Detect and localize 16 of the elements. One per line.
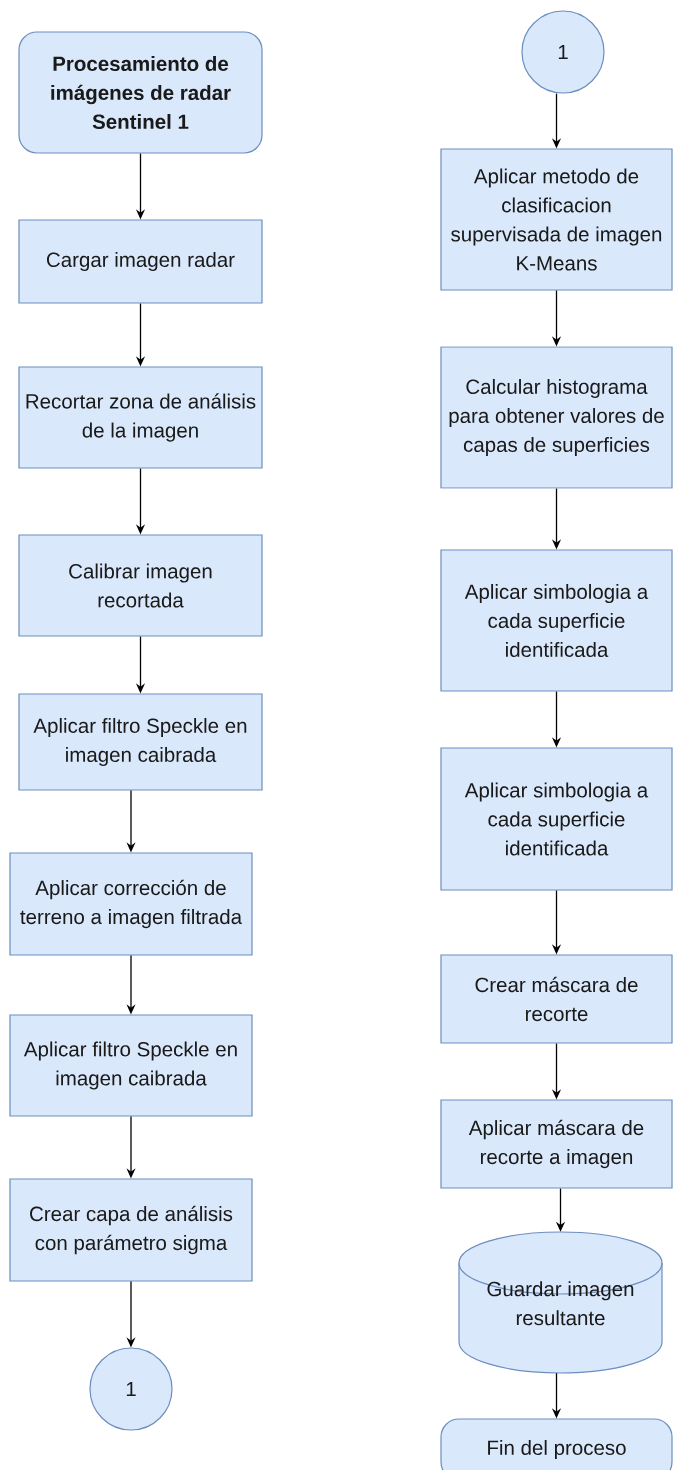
terminal-box: Procesamiento de imágenes de radar Sentinel 1 [18, 31, 263, 154]
process-box: Aplicar metodo de clasificacion supervisada de imagen K-Means [440, 148, 673, 291]
process-box: Calcular histograma para obtener valores de capas de superficies [440, 346, 673, 489]
process-box: Cargar imagen radar [18, 219, 263, 304]
process-box: Aplicar máscara de recorte a imagen [440, 1099, 673, 1189]
process-box: Aplicar simbologia a cada superficie identificada [440, 747, 673, 891]
process-box: Crear capa de análisis con parámetro sigma [9, 1178, 253, 1282]
process-box: Aplicar corrección de terreno a imagen filtrada [9, 852, 253, 956]
process-box: Aplicar simbologia a cada superficie identificada [440, 549, 673, 692]
terminal-box: Fin del proceso [440, 1418, 673, 1470]
process-box: Aplicar filtro Speckle en imagen caibrada [18, 693, 263, 791]
process-box: Recortar zona de análisis de la imagen [18, 366, 263, 469]
storage-cylinder: Guardar imagen resultante [458, 1231, 663, 1374]
process-box: Aplicar filtro Speckle en imagen caibrada [9, 1014, 253, 1117]
process-box: Crear máscara de recorte [440, 954, 673, 1044]
process-box: Calibrar imagen recortada [18, 534, 263, 637]
